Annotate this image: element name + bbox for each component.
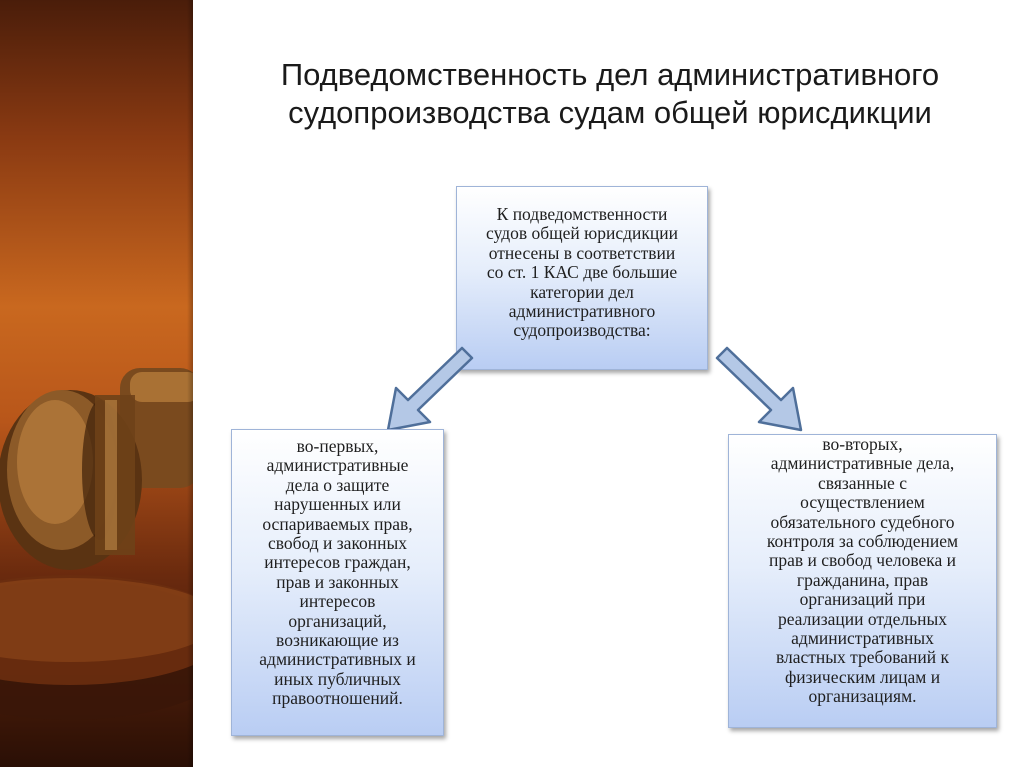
arrow-down-left-icon bbox=[386, 346, 474, 432]
first-category-box: во-первых, административные дела о защит… bbox=[231, 429, 444, 736]
gavel-photo bbox=[0, 0, 193, 767]
arrow-down-right-icon bbox=[715, 346, 803, 432]
top-category-box: К подведомственности судов общей юрисдик… bbox=[456, 186, 708, 370]
second-category-box: во-вторых, административные дела, связан… bbox=[728, 434, 997, 728]
slide-title: Подведомственность дел административного… bbox=[280, 57, 940, 130]
gavel-icon bbox=[0, 368, 193, 720]
